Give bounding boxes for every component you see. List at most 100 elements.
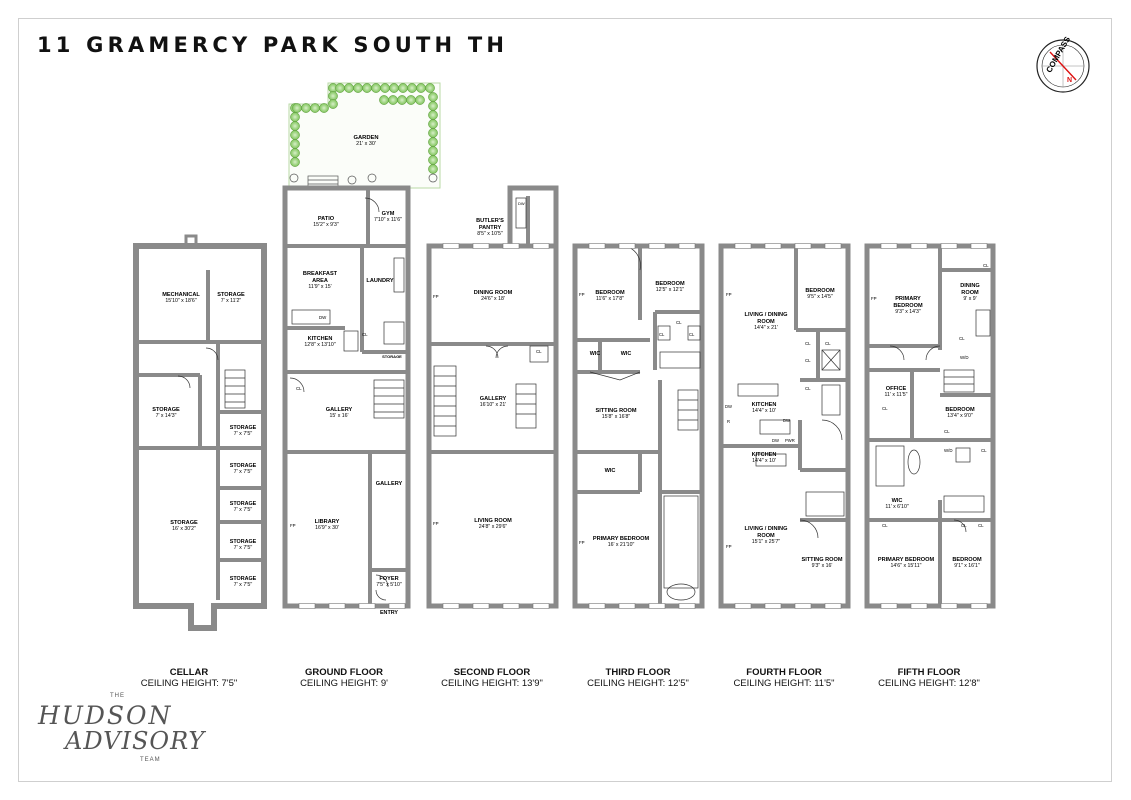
room-label: DINING bbox=[960, 283, 980, 289]
window-icon bbox=[502, 243, 520, 249]
window-icon bbox=[298, 603, 316, 609]
shrub-icon bbox=[301, 103, 311, 113]
shrub-icon bbox=[344, 83, 354, 93]
shrub-icon bbox=[428, 137, 438, 147]
window-icon bbox=[648, 243, 666, 249]
window-icon bbox=[472, 603, 490, 609]
logo-advisory: ADVISORY bbox=[65, 727, 206, 755]
shrub-icon bbox=[428, 164, 438, 174]
dishwasher-label: DW bbox=[725, 404, 732, 409]
shrub-icon bbox=[389, 83, 399, 93]
room-label: PRIMARY BEDROOM bbox=[878, 557, 935, 563]
closet-label: CL bbox=[981, 448, 987, 453]
room-label: STORAGE bbox=[230, 501, 257, 507]
room-dim: 7'10" x 11'6" bbox=[374, 217, 402, 223]
room-label: KITCHEN bbox=[752, 402, 777, 408]
room-label: BEDROOM bbox=[805, 288, 835, 294]
closet-label: CL bbox=[825, 341, 831, 346]
window-icon bbox=[824, 243, 842, 249]
hudson-advisory-logo: THE HUDSON ADVISORY TEAM bbox=[28, 693, 204, 773]
shrub-icon bbox=[428, 119, 438, 129]
room-label: STORAGE bbox=[170, 520, 198, 526]
shrub-icon bbox=[310, 103, 320, 113]
room-label: STORAGE bbox=[152, 407, 180, 413]
shrub-icon bbox=[290, 157, 300, 167]
room-dim: 11' x 11'5" bbox=[885, 392, 908, 398]
window-icon bbox=[502, 603, 520, 609]
room-label: LIVING / DINING bbox=[745, 312, 788, 318]
fridge-label: R bbox=[727, 419, 730, 424]
fireplace-label: FP bbox=[871, 296, 877, 301]
room-label: ROOM bbox=[961, 290, 979, 296]
room-dim: 7' x 7'5" bbox=[234, 507, 253, 513]
window-icon bbox=[880, 243, 898, 249]
fireplace-label: FP bbox=[726, 544, 732, 549]
room-dim: 11'6" x 17'8" bbox=[596, 296, 624, 302]
window-icon bbox=[940, 603, 958, 609]
compass-north: N bbox=[1067, 77, 1072, 84]
shrub-icon bbox=[406, 95, 416, 105]
room-dim: 16'10" x 21' bbox=[480, 402, 507, 408]
room-dim: 14'6" x 15'11" bbox=[891, 563, 922, 569]
fourth-floor-plan: LIVING / DINING ROOM 14'4" x 21' BEDROOM… bbox=[718, 243, 851, 609]
floor-name: GROUND FLOOR bbox=[304, 667, 384, 678]
dishwasher-label: DW bbox=[319, 315, 327, 320]
room-label: GYM bbox=[382, 211, 395, 217]
room-label: STORAGE bbox=[230, 463, 257, 469]
shrub-icon bbox=[415, 95, 425, 105]
room-dim: 15'1" x 25'7" bbox=[752, 539, 781, 545]
room-dim: 15' x 16' bbox=[330, 413, 349, 419]
closet-label: WIC bbox=[590, 351, 601, 357]
shrub-icon bbox=[290, 139, 300, 149]
window-icon bbox=[358, 603, 376, 609]
window-icon bbox=[970, 243, 988, 249]
room-label: PATIO bbox=[318, 216, 335, 222]
window-icon bbox=[328, 603, 346, 609]
room-dim: 8'5" x 10'5" bbox=[477, 231, 503, 237]
window-icon bbox=[678, 603, 696, 609]
room-dim: 7'5" x 5'10" bbox=[376, 582, 402, 588]
compass-icon: COMPASS N bbox=[1036, 35, 1090, 93]
room-label: BEDROOM bbox=[595, 290, 625, 296]
dishwasher-label: DW bbox=[783, 418, 790, 423]
room-dim: 7' x 7'5" bbox=[234, 545, 253, 551]
shrub-icon bbox=[379, 95, 389, 105]
shrub-icon bbox=[428, 155, 438, 165]
ceiling-height: CEILING HEIGHT: 11'5" bbox=[733, 678, 835, 689]
shrub-icon bbox=[353, 83, 363, 93]
window-icon bbox=[824, 603, 842, 609]
closet-label: CL bbox=[944, 429, 950, 434]
room-label: GALLERY bbox=[376, 481, 403, 487]
room-dim: 7' x 14'3" bbox=[156, 413, 177, 419]
room-label: BUTLER'S bbox=[476, 218, 504, 224]
shrub-icon bbox=[425, 83, 435, 93]
dishwasher-label: DW bbox=[772, 438, 779, 443]
room-dim: 9'3" x 16' bbox=[812, 563, 833, 569]
room-label: STORAGE bbox=[230, 576, 257, 582]
room-dim: 15'10" x 18'6" bbox=[165, 298, 196, 304]
closet-label: CL bbox=[961, 523, 967, 528]
shrub-icon bbox=[428, 92, 438, 102]
room-label: FOYER bbox=[379, 576, 398, 582]
cellar-plan: MECHANICAL 15'10" x 18'6" STORAGE 7' x 1… bbox=[133, 234, 267, 631]
logo-team: TEAM bbox=[140, 757, 161, 763]
room-label: PRIMARY bbox=[895, 296, 921, 302]
fireplace-label: FP bbox=[433, 521, 439, 526]
room-dim: 9' x 9' bbox=[963, 296, 976, 302]
shrub-icon bbox=[290, 148, 300, 158]
shrub-icon bbox=[328, 99, 338, 109]
window-icon bbox=[880, 603, 898, 609]
window-icon bbox=[678, 243, 696, 249]
powder-room-label: PWR bbox=[785, 438, 795, 443]
room-dim: 11'9" x 15' bbox=[308, 284, 331, 290]
window-icon bbox=[794, 243, 812, 249]
room-label: OFFICE bbox=[886, 386, 907, 392]
garden-plantings bbox=[290, 83, 438, 174]
page-title: 11 GRAMERCY PARK SOUTH TH bbox=[37, 33, 509, 57]
floor-caption-fourth: FOURTH FLOOR CEILING HEIGHT: 11'5" bbox=[704, 667, 864, 689]
room-label: STORAGE bbox=[230, 539, 257, 545]
room-label: STORAGE bbox=[382, 354, 402, 359]
window-icon bbox=[618, 603, 636, 609]
window-icon bbox=[794, 603, 812, 609]
room-dim: 16'9" x 30' bbox=[315, 525, 339, 531]
